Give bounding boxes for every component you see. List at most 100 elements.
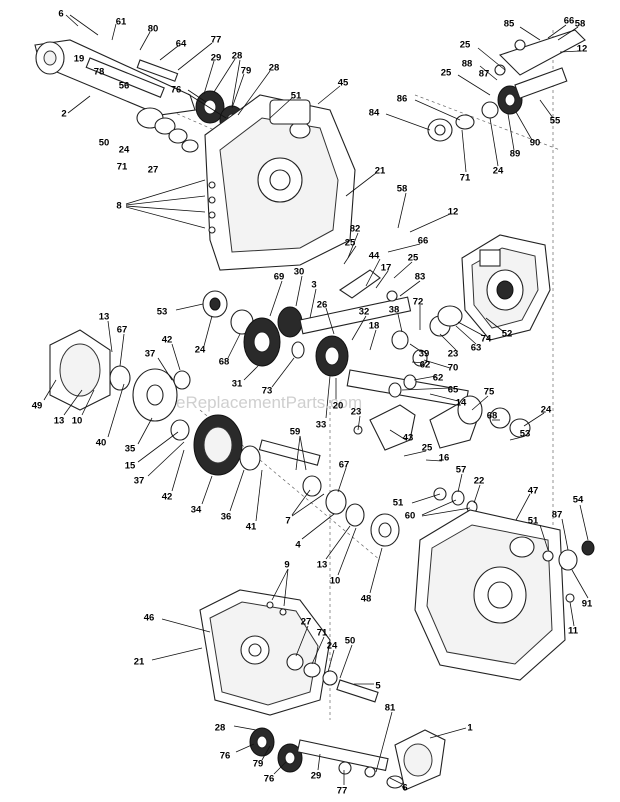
upper-shaft-assembly xyxy=(34,39,272,153)
callout-number: 10 xyxy=(330,576,341,587)
callout-number: 67 xyxy=(117,325,128,336)
callout-number: 24 xyxy=(119,145,130,156)
shift-forks xyxy=(353,395,531,514)
callout-number: 76 xyxy=(220,751,231,762)
callout-number: 22 xyxy=(474,476,485,487)
callout-number: 23 xyxy=(351,407,362,418)
callout-number: 37 xyxy=(134,476,145,487)
callout-number: 50 xyxy=(345,636,356,647)
callout-number: 75 xyxy=(484,387,495,398)
left-bearing-assembly xyxy=(49,329,400,547)
callout-number: 13 xyxy=(317,560,328,571)
callout-number: 91 xyxy=(582,599,593,610)
callout-number: 24 xyxy=(327,641,338,652)
callout-number: 51 xyxy=(291,91,302,102)
callout-number: 44 xyxy=(369,251,380,262)
callout-number: 8 xyxy=(116,201,121,212)
callout-number: 56 xyxy=(119,81,130,92)
callout-number: 47 xyxy=(528,486,539,497)
callout-number: 65 xyxy=(448,385,459,396)
callout-number: 62 xyxy=(420,360,431,371)
callout-number: 45 xyxy=(338,78,349,89)
callout-number: 38 xyxy=(389,305,400,316)
callout-number: 58 xyxy=(575,19,586,30)
callout-number: 21 xyxy=(134,657,145,668)
callout-number: 67 xyxy=(339,460,350,471)
callout-number: 5 xyxy=(375,681,381,692)
callout-number: 54 xyxy=(573,495,584,506)
callout-number: 32 xyxy=(359,307,370,318)
upper-housing-plate xyxy=(204,94,356,271)
callout-number: 20 xyxy=(333,401,344,412)
callout-number: 2 xyxy=(61,109,66,120)
callout-number: 6 xyxy=(402,783,407,794)
main-housing xyxy=(414,509,595,681)
callout-number: 19 xyxy=(74,54,85,65)
callout-number: 63 xyxy=(471,343,482,354)
callout-number: 27 xyxy=(301,617,312,628)
callout-number: 25 xyxy=(441,68,452,79)
callout-number: 29 xyxy=(311,771,322,782)
callout-number: 9 xyxy=(284,560,289,571)
callout-number: 28 xyxy=(232,51,243,62)
callout-number: 71 xyxy=(117,162,128,173)
callout-number: 87 xyxy=(552,510,563,521)
callout-number: 11 xyxy=(568,626,579,637)
callout-number: 42 xyxy=(162,492,173,503)
callout-number: 69 xyxy=(274,272,285,283)
leader-lines xyxy=(43,14,589,791)
callout-number: 10 xyxy=(72,416,83,427)
callout-number: 88 xyxy=(462,59,473,70)
callout-number: 70 xyxy=(448,363,459,374)
callout-number: 76 xyxy=(264,774,275,785)
callout-number: 68 xyxy=(219,357,230,368)
callout-number: 77 xyxy=(211,35,222,46)
callout-number: 25 xyxy=(422,443,433,454)
callout-number: 78 xyxy=(94,67,105,78)
callout-number: 37 xyxy=(145,349,156,360)
callout-number: 13 xyxy=(54,416,65,427)
watermark-text: eReplacementParts.com xyxy=(176,393,362,412)
callout-number: 71 xyxy=(317,628,328,639)
callout-number: 4 xyxy=(295,540,301,551)
callout-number: 41 xyxy=(246,522,257,533)
callout-number: 6 xyxy=(58,9,63,20)
right-housing xyxy=(461,234,551,341)
callout-number: 12 xyxy=(577,44,588,55)
callout-number: 53 xyxy=(157,307,168,318)
callout-number: 31 xyxy=(232,379,243,390)
callout-number: 28 xyxy=(215,723,226,734)
callout-number: 51 xyxy=(528,516,539,527)
callout-number: 61 xyxy=(116,17,127,28)
callout-number: 17 xyxy=(381,263,392,274)
callout-number: 82 xyxy=(350,224,361,235)
upper-right-shaft xyxy=(427,29,586,142)
callout-number: 57 xyxy=(456,465,467,476)
callout-number: 76 xyxy=(171,85,182,96)
callout-number: 79 xyxy=(241,66,252,77)
callout-number: 21 xyxy=(375,166,386,177)
callout-number: 39 xyxy=(419,349,430,360)
callout-number: 29 xyxy=(211,53,222,64)
callout-number: 1 xyxy=(467,723,473,734)
callout-number: 15 xyxy=(125,461,136,472)
callout-number: 24 xyxy=(541,405,552,416)
callout-number: 80 xyxy=(148,24,159,35)
callout-number: 71 xyxy=(460,173,471,184)
callout-number: 25 xyxy=(345,238,356,249)
callout-number: 35 xyxy=(125,444,136,455)
callout-number: 64 xyxy=(176,39,187,50)
callout-number: 84 xyxy=(369,108,380,119)
callout-number: 25 xyxy=(460,40,471,51)
callout-number: 52 xyxy=(502,329,513,340)
callout-number: 14 xyxy=(456,398,467,409)
callout-number: 86 xyxy=(397,94,408,105)
callout-number: 62 xyxy=(433,373,444,384)
callout-number: 30 xyxy=(294,267,305,278)
callout-number: 83 xyxy=(415,272,426,283)
middle-gear-train xyxy=(202,269,469,408)
callout-number: 72 xyxy=(413,297,424,308)
callout-number: 33 xyxy=(316,420,327,431)
